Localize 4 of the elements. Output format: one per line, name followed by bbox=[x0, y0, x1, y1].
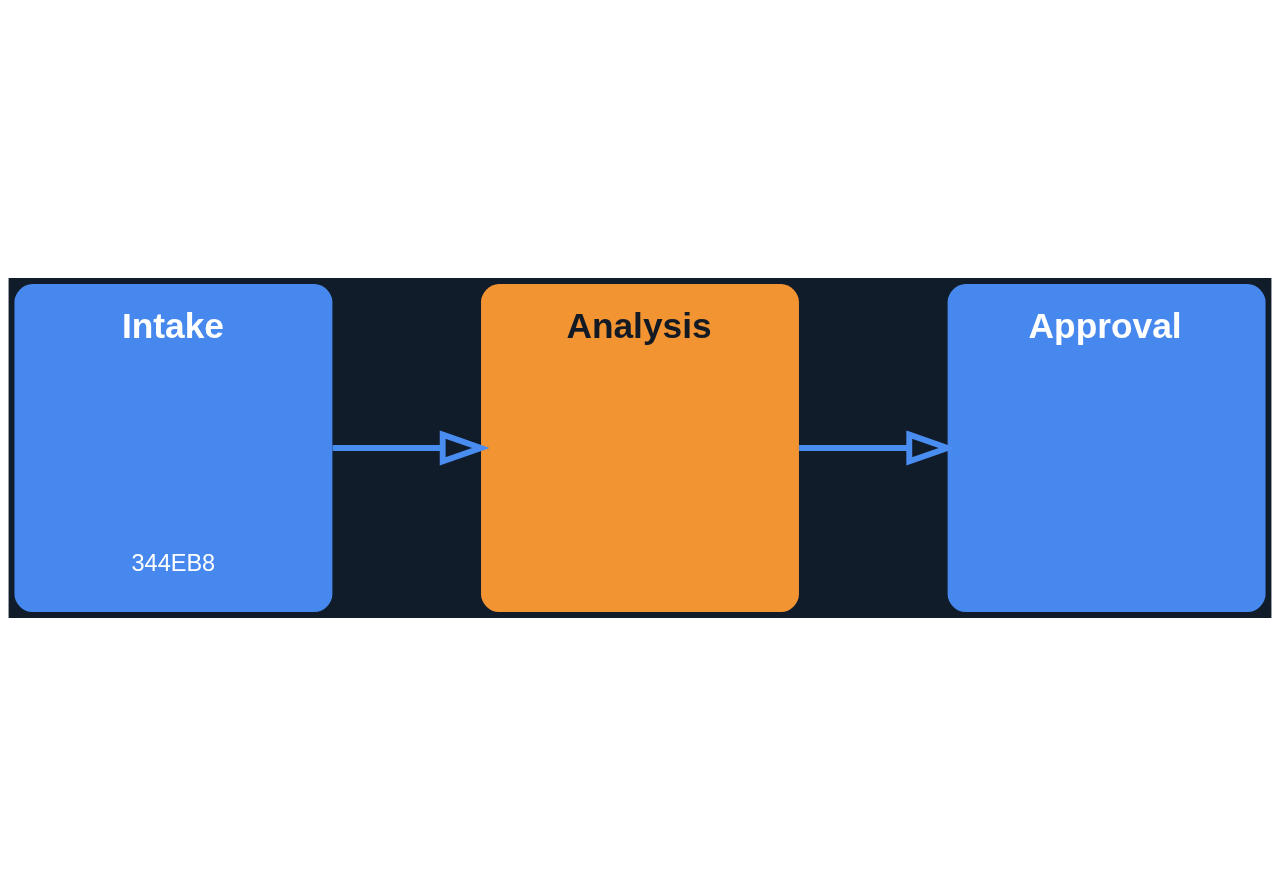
arrow bbox=[332, 430, 490, 466]
node-box: Approval bbox=[947, 283, 1266, 613]
node-box: Intake 344EB8 bbox=[14, 283, 333, 613]
node-box: Analysis bbox=[481, 283, 799, 613]
